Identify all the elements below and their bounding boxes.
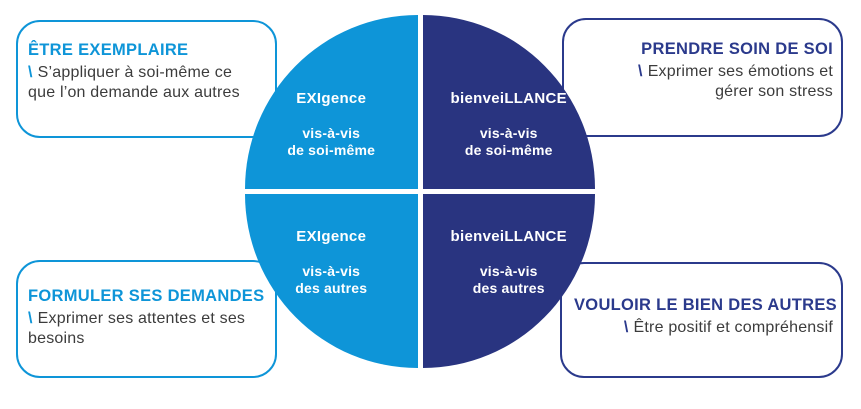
scope-line2: de soi-même: [464, 142, 553, 158]
callout-title: ÊTRE EXEMPLAIRE: [28, 41, 189, 59]
scope-line1: vis-à-vis: [479, 263, 538, 279]
callout-body-line2: gérer son stress: [715, 83, 833, 100]
backslash-marker: \: [638, 63, 643, 80]
scope-line2: de soi-même: [287, 142, 376, 158]
quadrant-axis-label: EXIgence: [296, 228, 367, 245]
callout-body-text: Être positif et compréhensif: [633, 319, 833, 336]
callout-body-text: Exprimer ses attentes et ses: [37, 310, 246, 327]
quadrant-circle: EXIgence vis-à-vis de soi-même bienveiLL…: [245, 15, 595, 368]
callout-body: \Être positif et compréhensif: [574, 318, 833, 338]
backslash-marker: \: [28, 310, 33, 327]
quadrant-bienveillance-soi-meme: bienveiLLANCE vis-à-vis de soi-même: [422, 15, 595, 189]
callout-etre-exemplaire: ÊTRE EXEMPLAIRE \S’appliquer à soi-même …: [16, 20, 277, 138]
scope-line1: vis-à-vis: [302, 263, 361, 279]
scope-line2: des autres: [472, 280, 545, 296]
callout-body-line2: que l’on demande aux autres: [28, 84, 240, 101]
callout-body-text: S’appliquer à soi-même ce: [37, 64, 233, 81]
quadrant-scope-label: vis-à-vis de soi-même: [287, 125, 375, 159]
callout-body-line1: \Être positif et compréhensif: [574, 318, 833, 338]
callout-body: \S’appliquer à soi-même ce que l’on dema…: [28, 63, 263, 103]
callout-title: FORMULER SES DEMANDES: [28, 287, 265, 305]
scope-line2: des autres: [295, 280, 368, 296]
callout-vouloir-le-bien-des-autres: VOULOIR LE BIEN DES AUTRES \Être positif…: [560, 262, 843, 378]
callout-body-line1: \S’appliquer à soi-même ce: [28, 63, 263, 83]
callout-body-text: Exprimer ses émotions et: [647, 63, 833, 80]
callout-title: VOULOIR LE BIEN DES AUTRES: [574, 296, 837, 314]
quadrant-axis-label: EXIgence: [296, 90, 367, 107]
scope-line1: vis-à-vis: [302, 125, 361, 141]
callout-body-line1: \Exprimer ses émotions et: [576, 62, 833, 82]
backslash-marker: \: [28, 64, 33, 81]
callout-body: \Exprimer ses attentes et ses besoins: [28, 309, 263, 349]
quadrant-exigence-soi-meme: EXIgence vis-à-vis de soi-même: [245, 15, 418, 189]
scope-line1: vis-à-vis: [479, 125, 538, 141]
callout-prendre-soin-de-soi: PRENDRE SOIN DE SOI \Exprimer ses émotio…: [562, 18, 843, 137]
quadrant-exigence-autres: EXIgence vis-à-vis des autres: [245, 194, 418, 368]
callout-body-line1: \Exprimer ses attentes et ses: [28, 309, 263, 329]
quadrant-bienveillance-autres: bienveiLLANCE vis-à-vis des autres: [422, 194, 595, 368]
quadrant-scope-label: vis-à-vis des autres: [473, 263, 545, 297]
quadrant-scope-label: vis-à-vis de soi-même: [465, 125, 553, 159]
quadrant-axis-label: bienveiLLANCE: [450, 90, 567, 107]
callout-formuler-ses-demandes: FORMULER SES DEMANDES \Exprimer ses atte…: [16, 260, 277, 378]
quadrant-axis-label: bienveiLLANCE: [450, 228, 567, 245]
quadrant-scope-label: vis-à-vis des autres: [295, 263, 367, 297]
backslash-marker: \: [623, 319, 629, 336]
callout-body: \Exprimer ses émotions et gérer son stre…: [576, 62, 833, 102]
callout-title: PRENDRE SOIN DE SOI: [641, 40, 833, 58]
callout-body-line2: besoins: [28, 330, 85, 347]
